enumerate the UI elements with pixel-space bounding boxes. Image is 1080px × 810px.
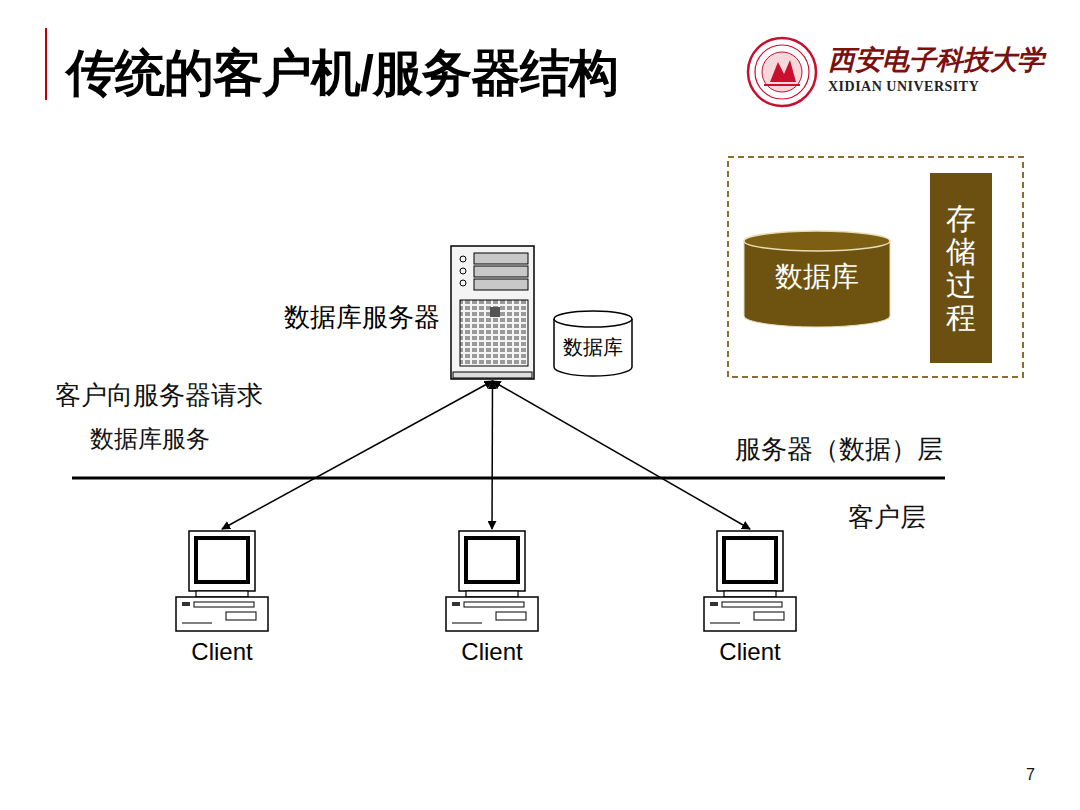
header-bar — [45, 28, 47, 100]
page-number: 7 — [1026, 766, 1035, 784]
node-label: Client — [680, 638, 820, 666]
node-label: 数据库 — [553, 328, 633, 376]
node-label: Client — [422, 638, 562, 666]
university-logo — [748, 38, 816, 106]
node-heading: 数据库服务器 — [284, 300, 440, 335]
node-label: 存储过程 — [946, 202, 976, 334]
procedure-panel: 数据库 存储过程 — [727, 156, 1024, 378]
header-rule — [45, 27, 1015, 29]
database-cylinder: 数据库 — [553, 310, 633, 376]
layer-label: 服务器（数据）层 — [735, 432, 943, 467]
request-label: 数据库服务 — [90, 423, 210, 455]
client-computer: Client — [442, 530, 542, 670]
node-label: 数据库 — [743, 252, 891, 327]
database-cylinder: 数据库 — [743, 230, 891, 327]
layer-divider — [72, 477, 945, 480]
request-arrow — [491, 381, 493, 529]
request-label: 客户向服务器请求 — [55, 378, 263, 413]
database-server: 数据库服务器 — [450, 245, 535, 380]
node-label: Client — [152, 638, 292, 666]
request-arrow — [493, 381, 751, 529]
layer-label: 客户层 — [848, 500, 926, 535]
university-name: 西安电子科技大学 — [828, 42, 1044, 78]
server-outline — [450, 245, 535, 380]
client-computer: Client — [172, 530, 272, 670]
university-name: XIDIAN UNIVERSITY — [828, 79, 979, 95]
client-computer: Client — [700, 530, 800, 670]
band-text-wrap: 存储过程 — [930, 173, 992, 363]
stored-procedure-band: 存储过程 — [930, 173, 992, 363]
slide-title: 传统的客户机/服务器结构 — [66, 40, 618, 107]
